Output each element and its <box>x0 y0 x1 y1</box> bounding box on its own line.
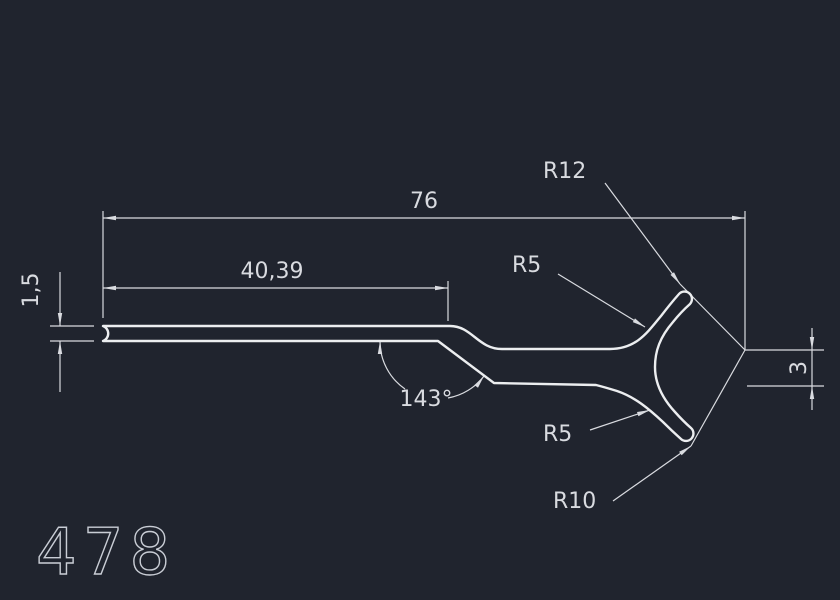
dimension-label-r10: R10 <box>553 489 596 514</box>
leader-line <box>557 273 646 328</box>
arrowhead <box>474 376 484 388</box>
arrowhead <box>679 446 691 456</box>
part-number-label: 478 <box>36 516 176 590</box>
arrowhead <box>57 313 63 326</box>
dimension-label-r12: R12 <box>543 159 586 184</box>
arrowhead <box>632 318 645 327</box>
arrowhead <box>57 341 63 354</box>
dimension-label-143: 143° <box>400 387 453 412</box>
dimension-radius-r12: R12 <box>543 159 746 351</box>
arrowhead <box>732 215 745 221</box>
dimension-upper-length: 40,39 <box>103 259 449 321</box>
arrowhead <box>103 215 116 221</box>
arrowhead <box>103 285 116 291</box>
angle-arc <box>447 375 485 399</box>
arrowhead <box>637 410 650 417</box>
dimension-label-1-5: 1,5 <box>19 273 44 308</box>
dimension-radius-r5-upper: R5 <box>512 253 646 328</box>
dimension-label-76: 76 <box>410 189 438 214</box>
profile-outline <box>101 290 695 443</box>
dimension-strip-thickness: 1,5 <box>19 272 94 392</box>
dimension-bend-angle: 143° <box>377 340 485 412</box>
leader-line <box>604 182 681 285</box>
dimension-overall-width: 76 <box>102 189 746 350</box>
dimension-label-40-39: 40,39 <box>241 259 304 284</box>
arrowhead <box>435 285 448 291</box>
dimension-label-3: 3 <box>787 361 812 375</box>
arrowhead <box>809 386 815 399</box>
arrowhead <box>670 272 680 284</box>
arrowhead <box>377 341 383 354</box>
angle-arc <box>379 340 406 390</box>
dimension-radius-r10: R10 <box>553 349 746 514</box>
leader-line <box>612 445 692 502</box>
dimension-right-height: 3 <box>745 328 824 410</box>
arrowhead <box>809 337 815 350</box>
dimension-label-r5-lower: R5 <box>543 422 572 447</box>
leader-line <box>690 349 746 447</box>
dimension-label-r5-upper: R5 <box>512 253 541 278</box>
dimension-radius-r5-lower: R5 <box>543 409 651 447</box>
